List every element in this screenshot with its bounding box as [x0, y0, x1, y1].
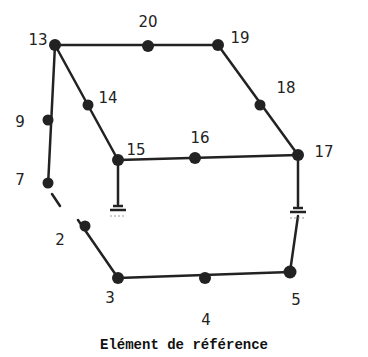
callout-number: 9 [15, 115, 25, 130]
callout-number: 7 [15, 173, 25, 188]
callout-number: 3 [105, 291, 115, 306]
callout-number: 15 [126, 143, 145, 158]
callout-number: 13 [28, 33, 47, 48]
callout-number: 14 [98, 91, 117, 106]
callout-number: 19 [230, 31, 249, 46]
element-edge [290, 216, 298, 272]
callout-number: 4 [201, 313, 211, 328]
node-dots [43, 39, 305, 284]
element-edge [52, 194, 60, 206]
callout-number: 16 [190, 131, 209, 146]
element-edge [218, 45, 298, 155]
callout-number: 5 [291, 293, 301, 308]
element-edge [297, 155, 300, 206]
element-edge [78, 220, 118, 278]
element-edge [55, 45, 118, 160]
callout-number: 17 [314, 145, 333, 160]
callout-number: 2 [55, 233, 65, 248]
callout-number: 20 [138, 15, 157, 30]
hidden-node-marks [110, 206, 306, 218]
caption: Elément de référence [100, 338, 268, 352]
callout-number: 18 [276, 81, 295, 96]
element-edge [117, 160, 120, 204]
element-edge [55, 44, 218, 47]
